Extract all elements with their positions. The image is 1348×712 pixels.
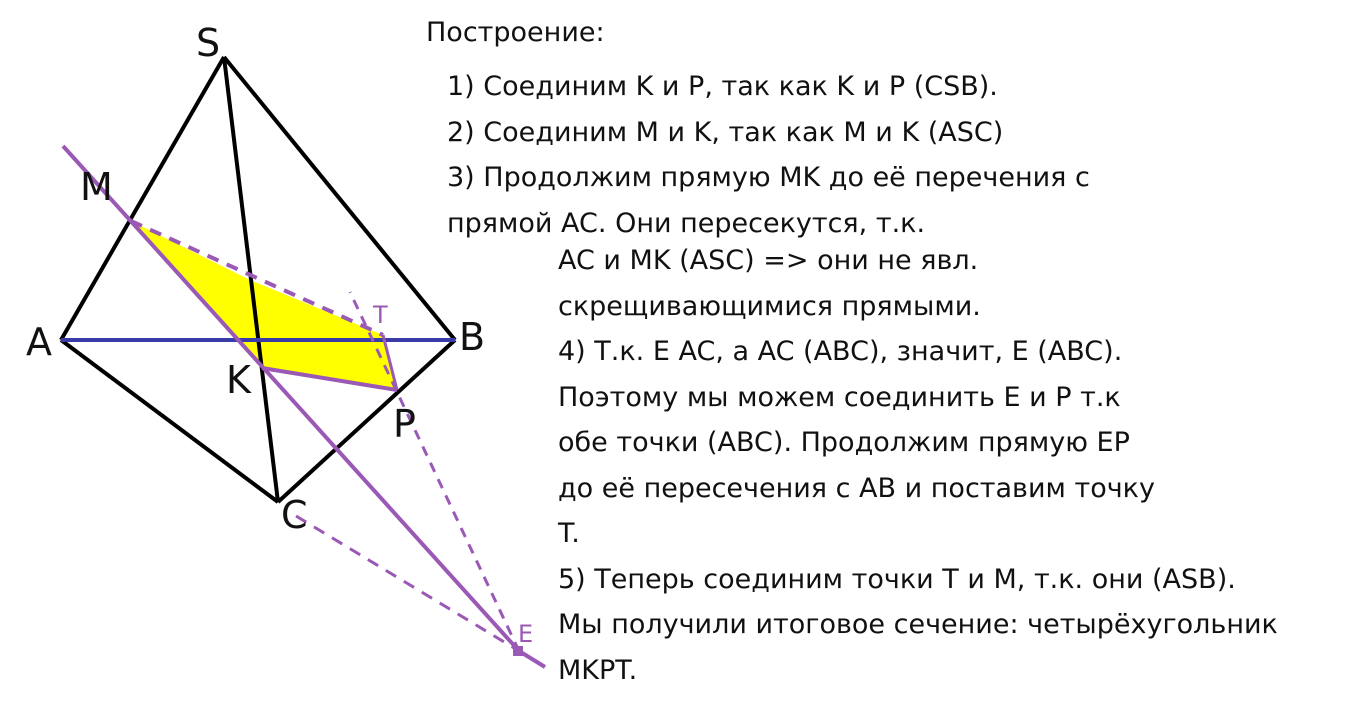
- segment-mt-dashed: [130, 219, 384, 337]
- edge-bc: [276, 338, 457, 504]
- edge-sb: [222, 55, 457, 342]
- step-line: 3) Продолжим прямую MK до её перечения с: [447, 162, 1090, 193]
- label-p: P: [393, 402, 416, 446]
- label-a: A: [26, 320, 52, 364]
- step-line: 4) Т.к. E AC, а AC (ABC), значит, E (ABC…: [558, 336, 1123, 367]
- step-line: обе точки (ABC). Продолжим прямую EP: [558, 427, 1130, 458]
- step-line: скрещивающимися прямыми.: [558, 290, 981, 322]
- step-line: 5) Теперь соединим точки T и M, т.к. они…: [558, 563, 1236, 595]
- line-ce-dashed: [295, 514, 520, 653]
- step-line: прямой AC. Они пересекутся, т.к.: [447, 207, 926, 239]
- step-line: Мы получили итоговое сечение: четырёхуго…: [558, 609, 1278, 640]
- construction-heading-block: Построение:: [426, 10, 605, 56]
- construction-steps-block-1: 1) Соединим K и P, так как K и P (CSB). …: [447, 64, 1090, 246]
- line-extension-past-e: [517, 649, 547, 669]
- label-m: M: [80, 165, 113, 209]
- line-mk-extended: [61, 144, 521, 653]
- line-ep-dashed: [348, 291, 521, 652]
- step-line: до её пересечения с AB и поставим точку: [558, 472, 1155, 504]
- section-mkpt-fill: [131, 221, 395, 388]
- segment-kp: [261, 366, 398, 392]
- label-b: B: [459, 315, 485, 359]
- point-e-marker: [513, 646, 523, 656]
- label-s: S: [196, 21, 220, 65]
- step-line: 1) Соединим K и P, так как K и P (CSB).: [447, 71, 998, 102]
- edge-sa: [59, 56, 226, 341]
- label-k: K: [226, 358, 252, 402]
- segment-pt: [381, 334, 399, 391]
- label-c: C: [281, 493, 308, 537]
- step-line: Поэтому мы можем соединить E и P т.к: [558, 381, 1121, 413]
- construction-heading: Построение:: [426, 17, 605, 48]
- edge-sc: [222, 56, 280, 503]
- edge-ac: [59, 338, 280, 504]
- label-e: E: [518, 620, 533, 648]
- label-t: T: [372, 301, 388, 329]
- step-line: 2) Соединим M и K, так как M и K (ASC): [447, 116, 1004, 148]
- step-line: AC и MK (ASC) => они не явл.: [558, 245, 979, 276]
- step-line: MKPT.: [558, 654, 638, 686]
- step-line: T.: [558, 518, 580, 549]
- construction-steps-block-2: AC и MK (ASC) => они не явл. скрещивающи…: [558, 238, 1278, 693]
